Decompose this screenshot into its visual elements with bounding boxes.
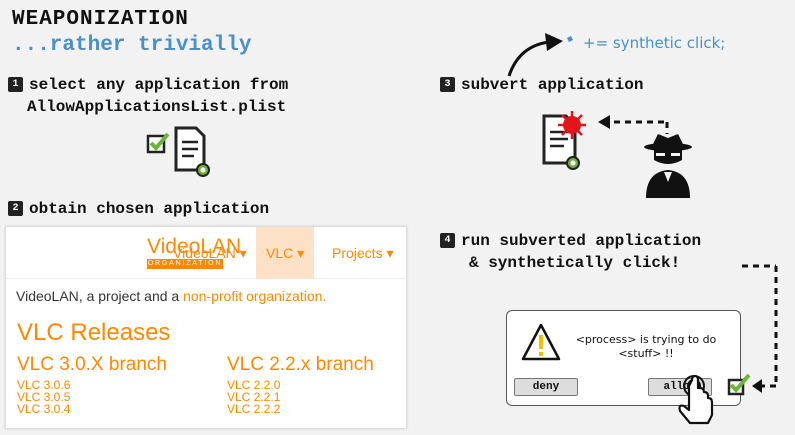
step-1: 1 select any application from AllowAppli… (8, 74, 288, 118)
branch-title-3[interactable]: VLC 3.0.X branch (17, 354, 167, 375)
step-number-4: 4 (440, 233, 455, 248)
step-number-2: 2 (8, 201, 23, 216)
hacker-icon (644, 134, 692, 198)
nonprofit-link[interactable]: non-profit organization. (183, 288, 327, 304)
step-3-line-1: subvert application (461, 76, 644, 94)
logo-wordmark: VideoLAN (147, 235, 242, 258)
step-1-line-1: select any application from (29, 76, 289, 94)
infected-document-icon (542, 111, 586, 170)
curved-arrow-icon (507, 33, 573, 77)
version-link[interactable]: VLC 3.0.6 (17, 378, 71, 392)
step-4: 4 run subverted application & synthetica… (440, 230, 701, 274)
dialog-message: <process> is trying to do <stuff> !! (563, 333, 729, 361)
deny-button[interactable]: deny (514, 378, 578, 396)
step-number-3: 3 (440, 77, 455, 92)
branch-title-2[interactable]: VLC 2.2.x branch (227, 354, 374, 375)
dialog-message-line-1: <process> is trying to do (575, 333, 717, 346)
branch-3-versions: VLC 3.0.6 VLC 3.0.5 VLC 3.0.4 (17, 379, 70, 415)
nav-vlc[interactable]: VLC ▾ (256, 227, 315, 279)
logo-subtitle: ORGANIZATION (147, 259, 223, 269)
step-2-line-1: obtain chosen application (29, 200, 270, 218)
slide-subtitle: ...rather trivially (12, 34, 252, 57)
step-4-line-2: & synthetically click! (469, 254, 681, 272)
step-2: 2 obtain chosen application (8, 198, 269, 220)
nav-videolan[interactable]: VideoLAN ▾ (173, 245, 247, 261)
videolan-logo[interactable]: VideoLAN ORGANIZATION (147, 235, 242, 269)
dashed-arrow-path-icon (742, 264, 778, 393)
step-number-1: 1 (8, 77, 23, 92)
step-3: 3 subvert application (440, 74, 643, 96)
version-link[interactable]: VLC 3.0.4 (17, 402, 71, 416)
dialog-message-line-2: <stuff> !! (618, 347, 674, 360)
version-link[interactable]: VLC 2.2.2 (227, 402, 281, 416)
version-link[interactable]: VLC 2.2.1 (227, 390, 281, 404)
step-4-line-1: run subverted application (461, 232, 702, 250)
webpage-navbar: VideoLAN ORGANIZATION VideoLAN ▾ VLC ▾ P… (6, 227, 406, 279)
page-heading: VLC Releases (17, 319, 171, 346)
nav-projects[interactable]: Projects ▾ (332, 245, 394, 261)
synthetic-click-note: += synthetic click; (583, 34, 726, 52)
checked-document-icon (146, 126, 210, 177)
warning-icon (521, 323, 561, 361)
step-1-line-2: AllowApplicationsList.plist (27, 98, 287, 116)
dashed-arrow-left-icon (598, 115, 669, 134)
version-link[interactable]: VLC 3.0.5 (17, 390, 71, 404)
intro-paragraph: VideoLAN, a project and a non-profit org… (16, 288, 326, 304)
slide-title: WEAPONIZATION (12, 8, 189, 31)
branch-2-versions: VLC 2.2.0 VLC 2.2.1 VLC 2.2.2 (227, 379, 280, 415)
checkbox-checked-icon (727, 373, 751, 396)
intro-text: VideoLAN, a project and a (16, 288, 184, 304)
hand-pointer-icon (678, 374, 714, 425)
version-link[interactable]: VLC 2.2.0 (227, 378, 281, 392)
malware-icon (558, 111, 586, 139)
videolan-webpage: VideoLAN ORGANIZATION VideoLAN ▾ VLC ▾ P… (5, 226, 407, 429)
